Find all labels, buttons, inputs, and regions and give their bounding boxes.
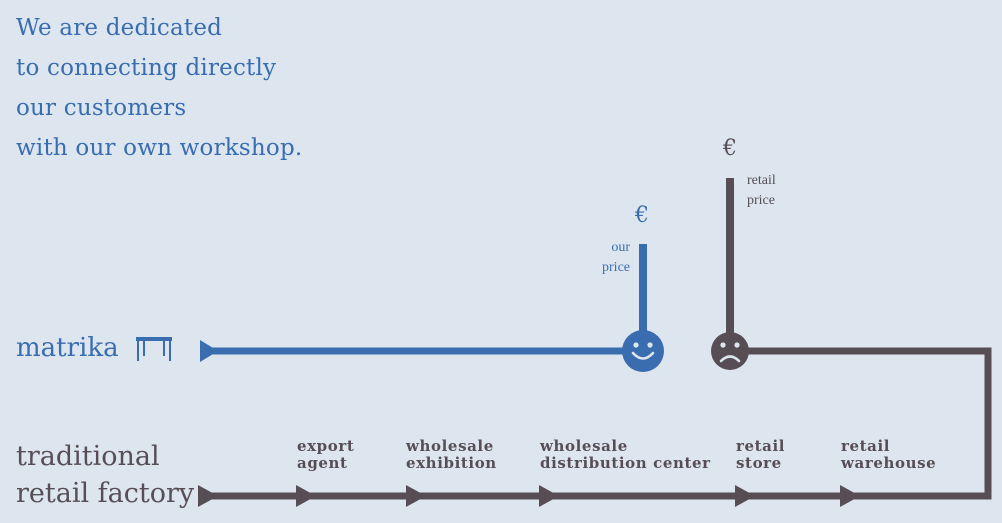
traditional-label-line-2: retail factory bbox=[16, 478, 195, 509]
retail-price-euro-symbol: € bbox=[723, 136, 737, 161]
stage-arrow-retail-store-icon bbox=[735, 485, 755, 507]
matrika-start-arrow-icon bbox=[200, 340, 218, 362]
traditional-label-line-1: traditional bbox=[16, 441, 160, 472]
table-icon bbox=[136, 337, 172, 361]
stage-retail-warehouse: retail warehouse bbox=[841, 437, 937, 472]
intro-text: We are dedicated to connecting directly … bbox=[16, 8, 302, 168]
traditional-start-arrow-icon bbox=[198, 485, 218, 507]
stage-wholesale-exhibition: wholesale exhibition bbox=[406, 437, 497, 472]
stage-arrow-export-agent-icon bbox=[296, 485, 316, 507]
happy-face-icon bbox=[622, 330, 664, 372]
intro-line-4: with our own workshop. bbox=[16, 135, 303, 161]
traditional-path bbox=[210, 347, 992, 500]
sad-face-icon bbox=[711, 332, 749, 370]
matrika-label: matrika bbox=[16, 333, 119, 363]
intro-line-1: We are dedicated bbox=[16, 15, 223, 41]
stage-wholesale-distribution-center: wholesale distribution center bbox=[540, 437, 711, 472]
intro-line-3: our customers bbox=[16, 95, 187, 121]
our-price-euro-symbol: € bbox=[635, 203, 649, 228]
stage-arrow-distribution-center-icon bbox=[539, 485, 559, 507]
stage-retail-store: retail store bbox=[736, 437, 786, 472]
intro-line-2: to connecting directly bbox=[16, 55, 277, 81]
retail-price-label: retail price bbox=[747, 173, 776, 208]
stage-export-agent: export agent bbox=[297, 437, 355, 472]
stage-arrow-wholesale-exhibition-icon bbox=[406, 485, 426, 507]
stage-arrow-retail-warehouse-icon bbox=[840, 485, 860, 507]
our-price-label: our price bbox=[602, 240, 630, 275]
